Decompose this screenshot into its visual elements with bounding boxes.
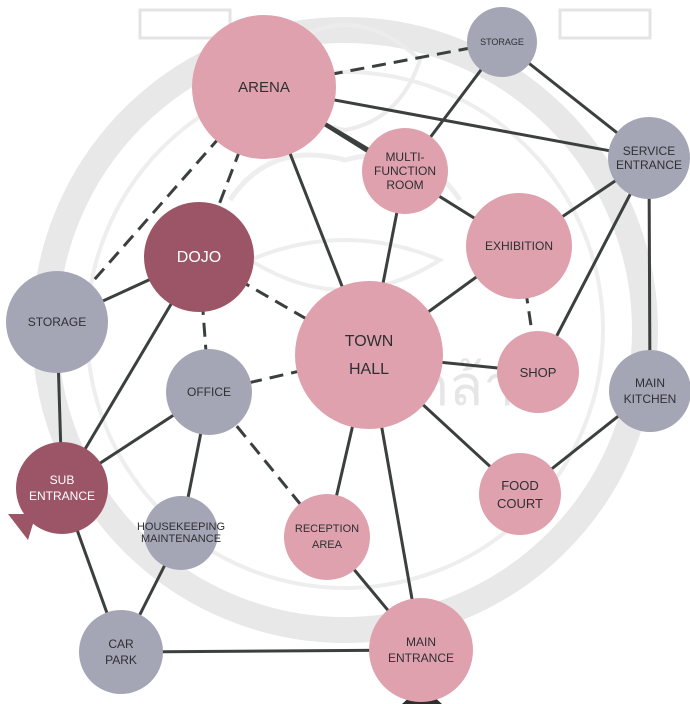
node-circle-multi-function-room (362, 128, 448, 214)
node-label-line: ENTRANCE (388, 651, 454, 665)
node-dojo: DOJO (144, 202, 254, 312)
node-label-line: MULTI- (385, 150, 424, 164)
node-label-line: AREA (312, 539, 343, 551)
node-main-kitchen: MAIN KITCHEN (609, 350, 690, 432)
node-circle-reception-area (284, 494, 370, 580)
node-town-hall: TOWN HALL (295, 281, 443, 429)
node-arena: ARENA (192, 15, 336, 159)
node-circle-storage-left (6, 271, 108, 373)
node-label-office: OFFICE (187, 385, 231, 399)
node-label-car-park: CAR PARK (105, 637, 137, 667)
node-circle-exhibition (466, 193, 572, 299)
node-label-line: ARENA (238, 79, 290, 96)
node-label-line: RECEPTION (295, 523, 359, 535)
node-label-shop: SHOP (520, 365, 557, 380)
node-reception-area: RECEPTION AREA (284, 494, 370, 580)
node-label-line: EXHIBITION (485, 239, 553, 253)
node-label-main-entrance: MAIN ENTRANCE (388, 635, 454, 665)
node-label-line: PARK (105, 653, 137, 667)
node-label-line: KITCHEN (624, 392, 677, 406)
node-circle-storage-top (467, 7, 537, 77)
node-label-line: DOJO (177, 249, 221, 266)
node-label-line: MAIN (635, 376, 665, 390)
node-label-line: MAINTENANCE (141, 533, 221, 545)
node-label-line: TOWN (345, 333, 394, 350)
node-label-town-hall: TOWN HALL (345, 333, 394, 378)
node-circle-shop (497, 331, 579, 413)
node-label-reception-area: RECEPTION AREA (295, 523, 359, 551)
node-label-line: ROOM (386, 178, 423, 192)
node-label-main-kitchen: MAIN KITCHEN (624, 376, 677, 406)
node-label-line: FUNCTION (374, 164, 436, 178)
node-shop: SHOP (497, 331, 579, 413)
node-office: OFFICE (166, 349, 252, 435)
node-food-court: FOOD COURT (479, 453, 561, 535)
node-label-dojo: DOJO (177, 249, 221, 266)
node-circle-main-entrance (369, 598, 473, 702)
node-label-line: ENTRANCE (616, 158, 682, 172)
node-label-storage-top: STORAGE (480, 37, 524, 47)
node-label-line: SERVICE (623, 144, 675, 158)
node-label-arena: ARENA (238, 79, 290, 96)
node-sub-entrance: SUB ENTRANCE (16, 442, 108, 534)
node-circle-housekeeping-maintenance (144, 496, 218, 570)
node-label-line: SHOP (520, 365, 557, 380)
node-circle-food-court (479, 453, 561, 535)
node-label-exhibition: EXHIBITION (485, 239, 553, 253)
node-label-line: ENTRANCE (29, 489, 95, 503)
node-label-line: HOUSEKEEPING (137, 521, 225, 533)
node-car-park: CAR PARK (79, 610, 163, 694)
node-storage-left: STORAGE (6, 271, 108, 373)
node-label-line: FOOD (501, 478, 539, 493)
edge-arena-to-storage-top (263, 40, 503, 89)
node-label-line: STORAGE (28, 315, 86, 329)
node-label-line: STORAGE (480, 37, 524, 47)
node-label-line: CAR (108, 637, 134, 651)
node-main-entrance: MAIN ENTRANCE (369, 598, 473, 702)
node-circle-sub-entrance (16, 442, 108, 534)
node-label-storage-left: STORAGE (28, 315, 86, 329)
node-circle-dojo (144, 202, 254, 312)
node-label-line: HALL (349, 361, 389, 378)
node-circle-service-entrance (608, 117, 690, 199)
node-circle-main-kitchen (609, 350, 690, 432)
node-circle-town-hall (295, 281, 443, 429)
node-circle-office (166, 349, 252, 435)
node-label-line: COURT (497, 496, 543, 511)
node-label-sub-entrance: SUB ENTRANCE (29, 473, 95, 503)
node-label-line: MAIN (406, 635, 436, 649)
node-exhibition: EXHIBITION (466, 193, 572, 299)
node-storage-top: STORAGE (467, 7, 537, 77)
node-label-line: SUB (50, 473, 75, 487)
node-circle-car-park (79, 610, 163, 694)
node-label-line: OFFICE (187, 385, 231, 399)
sub-entrance-arrow-marker (8, 514, 36, 540)
node-circle-arena (192, 15, 336, 159)
node-label-food-court: FOOD COURT (497, 478, 543, 511)
